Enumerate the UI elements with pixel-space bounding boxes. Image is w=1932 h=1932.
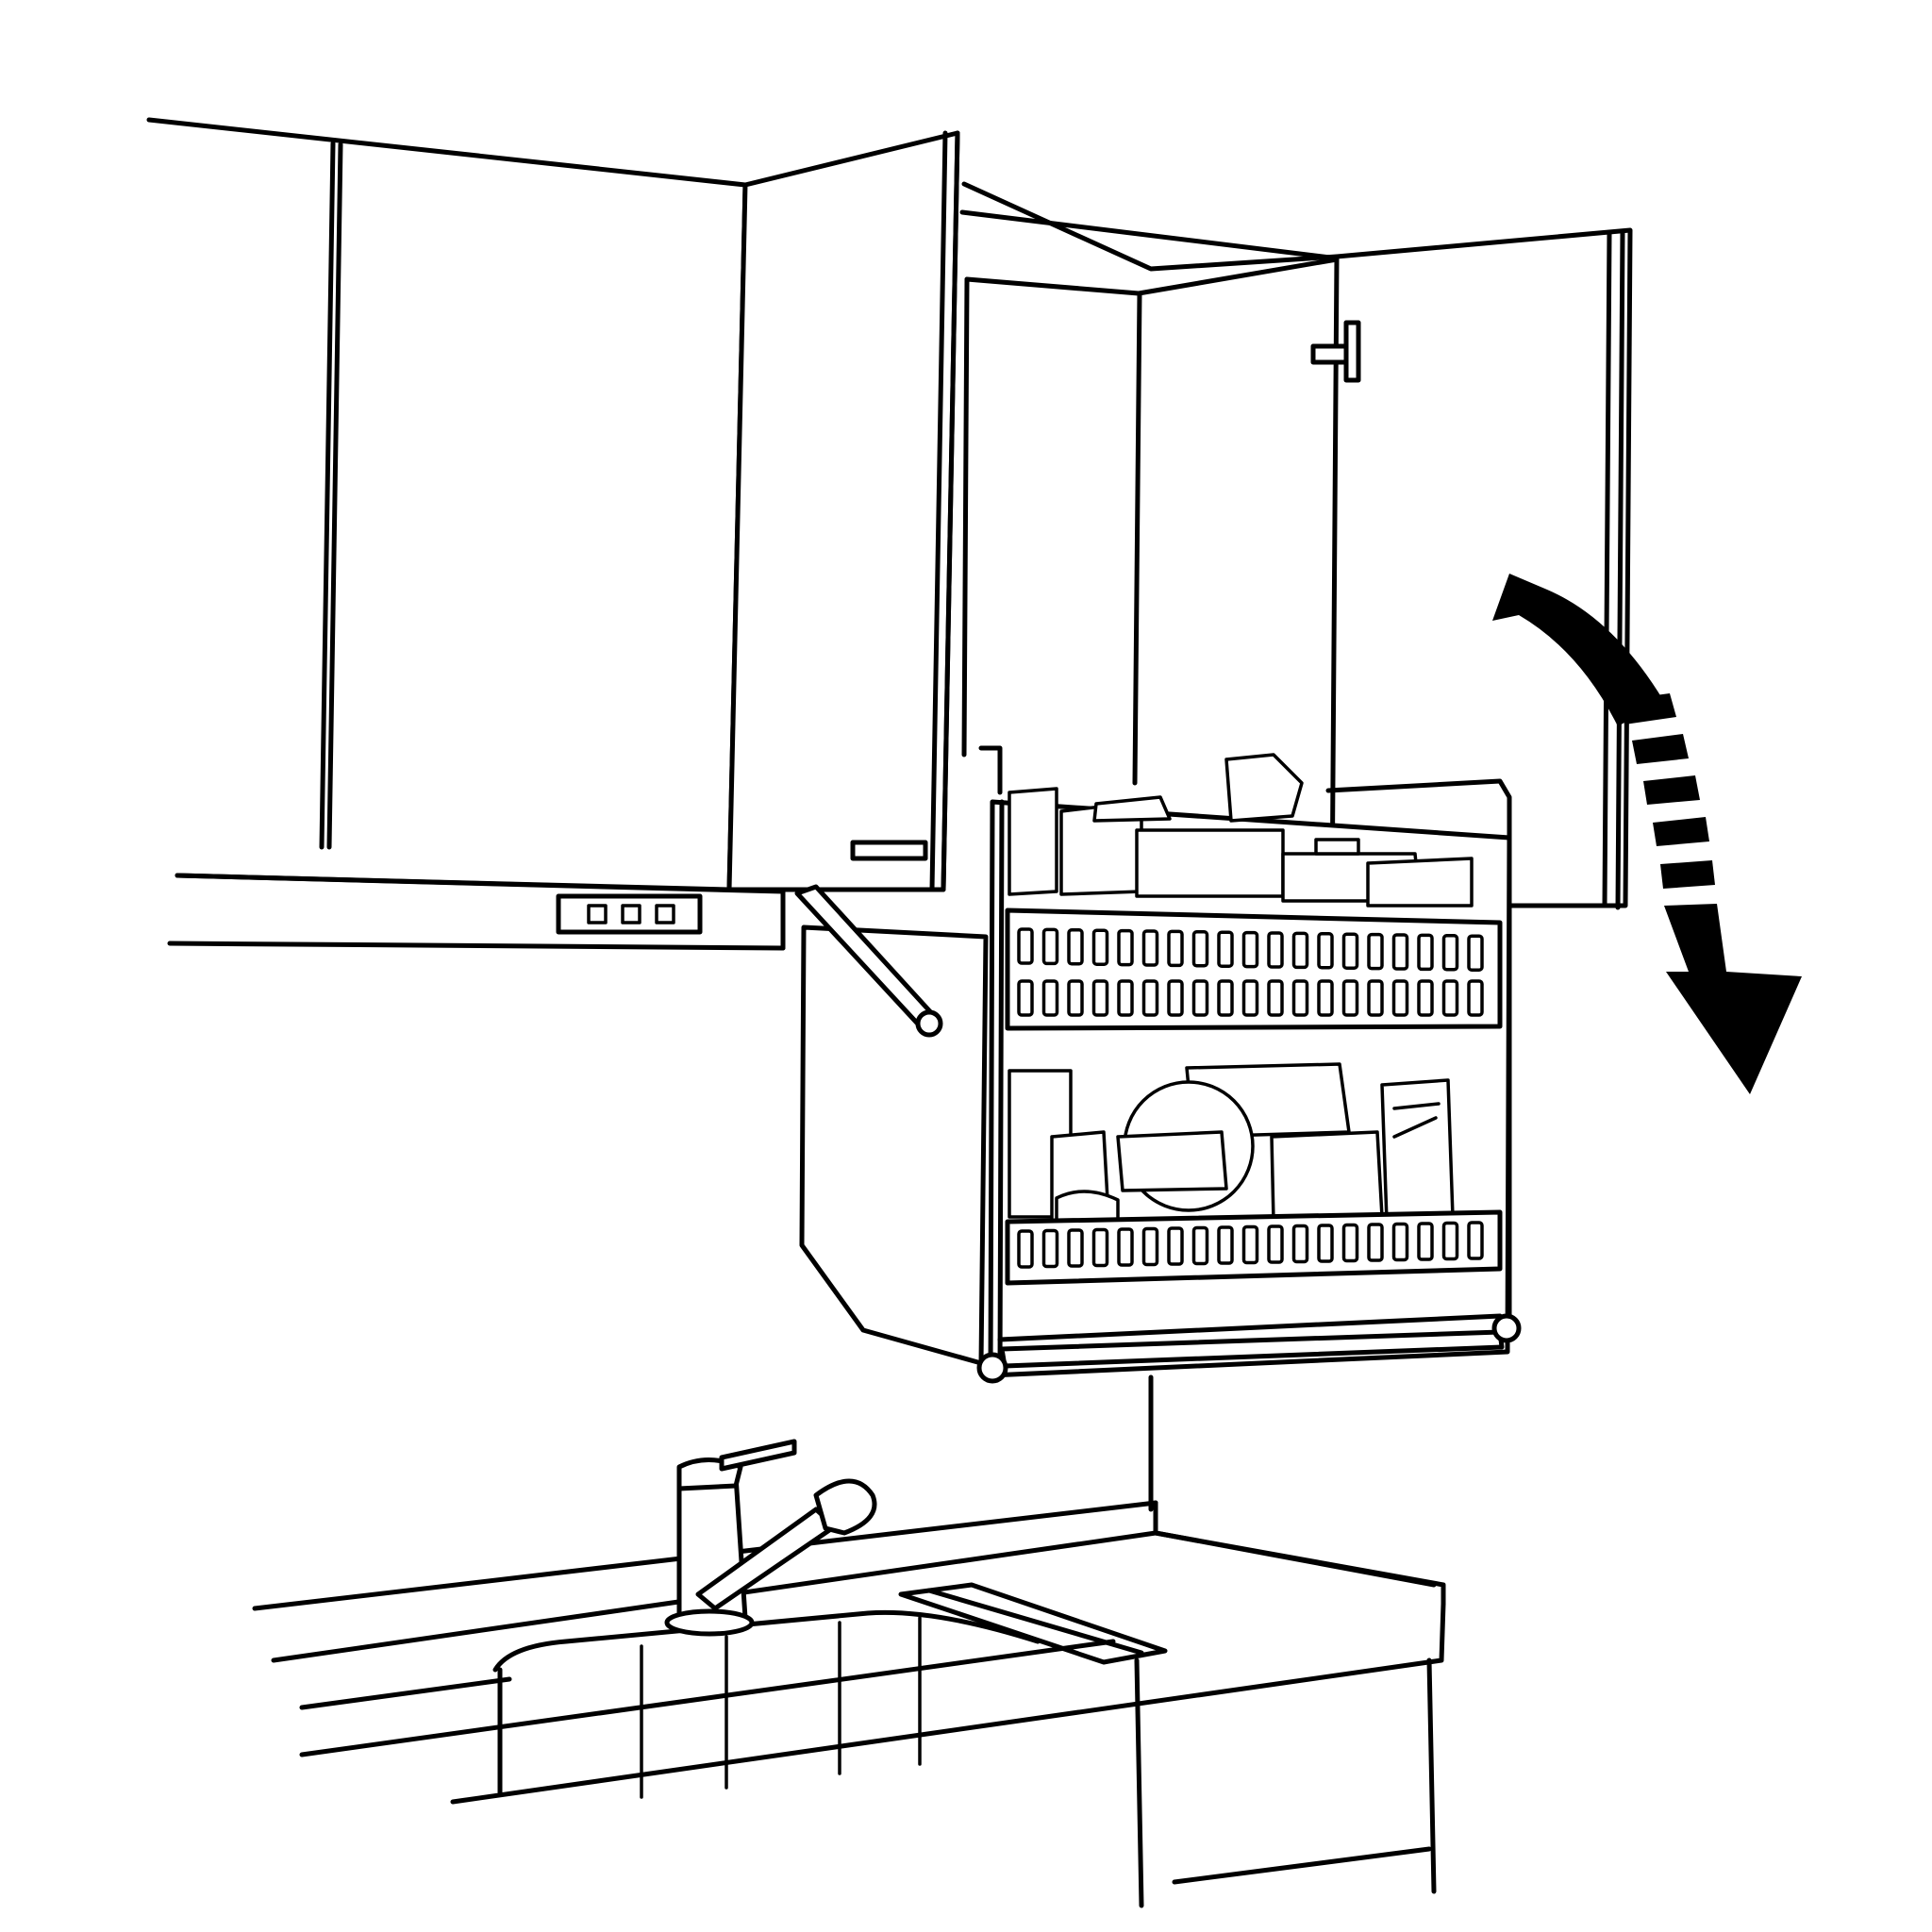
tray-slot [1041,927,1059,966]
lower-tier-dishes [1008,1062,1455,1228]
tray-slot [1091,1227,1109,1268]
tray-slot [1267,931,1284,969]
tray-slot [1141,979,1159,1017]
cabinet-interior [959,209,1340,786]
tray-slot [1291,1224,1309,1264]
tray-slot [1267,1224,1284,1264]
tray-slot [1391,1222,1409,1262]
dish-rack [976,745,1522,1384]
tray-slot [1467,1221,1484,1260]
tray-slot [1341,1223,1359,1263]
sink-basin [299,1609,1041,1799]
tray-slot [1267,979,1284,1017]
upper-tray [1005,908,1503,1031]
arrow-head-down [1664,904,1802,1094]
tray-slot [1467,979,1484,1017]
tray-slot [1117,1227,1134,1267]
under-cabinet-rail [167,873,786,951]
tray-slot [1391,933,1409,971]
left-cabinet-door [175,141,748,892]
tray-slot [1391,979,1409,1017]
tray-slot [1367,932,1384,971]
top-tier-dishes [1008,753,1474,908]
tray-slot [1067,1228,1084,1268]
tray-slot [1467,934,1484,972]
teapot [1224,753,1304,823]
tray-slot [1167,979,1184,1017]
tray-slot [1117,979,1134,1017]
lower-tray [1005,1209,1503,1286]
cabinet-top-edge [146,117,1340,272]
tray-slot [1067,928,1084,966]
tray-slot [1067,979,1084,1017]
faucet[interactable] [664,1439,877,1637]
tray-slot [1367,1223,1384,1262]
tray-slot [1291,979,1309,1017]
tray-slot [1241,979,1259,1017]
rack-bottom-handle [976,1313,1522,1384]
tray-slot [1417,1222,1434,1261]
tray-slot [1341,979,1359,1017]
tray-slot [1441,934,1459,972]
tray-slot [1417,979,1434,1017]
open-door-left [726,130,960,892]
tray-slot [1041,979,1059,1017]
tray-slot [1141,1226,1159,1267]
tray-slot [1167,929,1184,968]
spray-head [813,1478,877,1536]
tray-slot [1217,930,1234,968]
tray-slot [1017,979,1034,1017]
tray-slot [1241,930,1259,969]
tray-slot [1417,933,1434,972]
tray-slot [1191,930,1209,968]
tray-slot [1441,979,1459,1017]
light-switch-panel [556,893,703,935]
cutting-board [1380,1078,1455,1224]
tray-slot [1141,929,1159,967]
tray-slot [1091,979,1109,1017]
tray-slot [1341,932,1359,970]
tray-slot [1217,979,1234,1017]
tray-slot [1441,1221,1459,1261]
right-cabinet-door [1310,227,1633,910]
hinge-plate [1310,343,1349,365]
faucet-lever[interactable] [719,1439,797,1472]
tray-slot [1241,1224,1259,1265]
tray-slot [1167,1226,1184,1266]
tray-slot [1217,1225,1234,1265]
tray-slot [1117,928,1134,967]
tray-slot [1367,979,1384,1017]
arrow-head-up [1492,574,1663,726]
tray-slot [1041,1228,1059,1269]
tray-slot [1291,931,1309,970]
tray-slot [1317,979,1334,1017]
rack-side-panel [794,884,989,1366]
tray-slot [1317,1224,1334,1263]
tray-slot [1091,928,1109,966]
tray-slot [1017,1229,1034,1269]
tray-slot [1191,1225,1209,1266]
pull-down-arrow[interactable] [1492,574,1802,1094]
tray-slot [1017,927,1034,965]
countertop [252,1500,1446,1908]
door-handle [850,840,928,861]
tray-slot [1191,979,1209,1017]
tray-slot [1317,932,1334,970]
